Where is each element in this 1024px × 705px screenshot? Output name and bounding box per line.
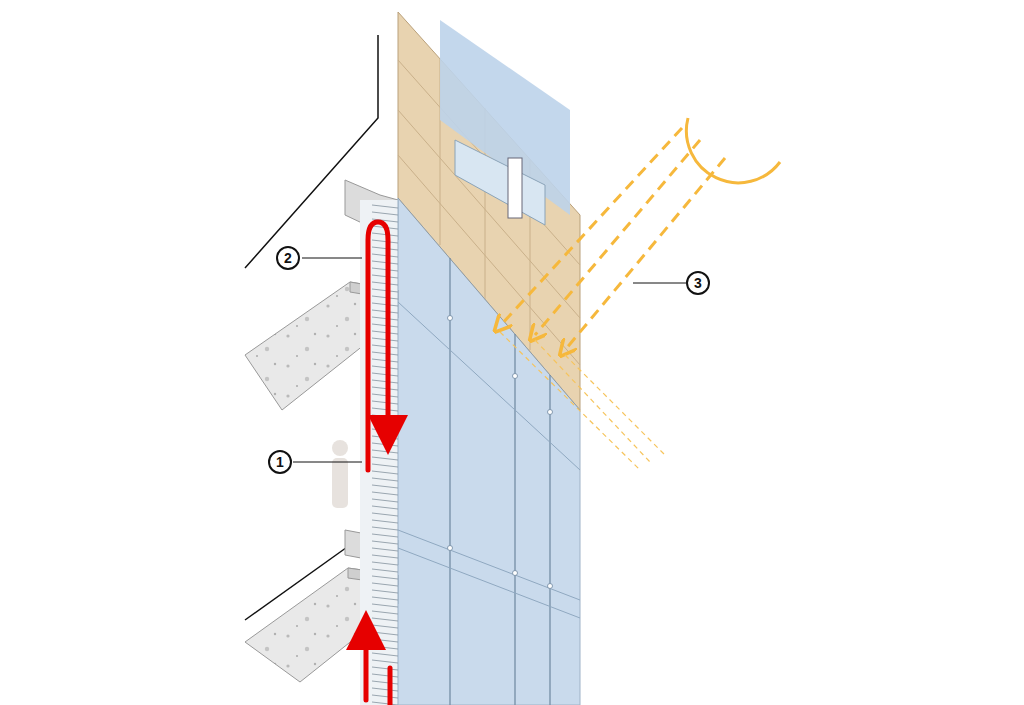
blind-slat	[372, 310, 398, 313]
callout-number: 2	[276, 246, 300, 270]
blind-slat	[372, 653, 398, 656]
blind-slat	[372, 695, 398, 698]
blind-slat	[372, 401, 398, 404]
blind-slat	[372, 261, 398, 264]
blind-slat	[372, 268, 398, 271]
blind-slat	[372, 583, 398, 586]
blind-slat	[372, 394, 398, 397]
blind-slat	[372, 611, 398, 614]
blind-slat	[372, 233, 398, 236]
blind-slat	[372, 373, 398, 376]
blind-slat	[372, 240, 398, 243]
blind-slat	[372, 282, 398, 285]
blind-slat	[372, 646, 398, 649]
airflow-arrow	[366, 222, 390, 705]
blind-slat	[372, 324, 398, 327]
blind-slat	[372, 471, 398, 474]
blind-slat	[372, 464, 398, 467]
sun-symbol	[686, 118, 780, 183]
blind-slat	[372, 548, 398, 551]
callout-number: 3	[686, 271, 710, 295]
transmitted-rays	[500, 332, 665, 470]
blind-slat	[372, 702, 398, 705]
blind-slat	[372, 499, 398, 502]
blind-slat	[372, 429, 398, 432]
blind-slat	[372, 275, 398, 278]
blind-slat	[372, 541, 398, 544]
blind-slat	[372, 590, 398, 593]
blind-slats	[372, 205, 398, 705]
leader-line	[293, 258, 686, 462]
blind-slat	[372, 513, 398, 516]
blind-slat	[372, 443, 398, 446]
blind-slat	[372, 303, 398, 306]
blind-slat	[372, 415, 398, 418]
blind-slat	[372, 366, 398, 369]
blind-slat	[372, 534, 398, 537]
blind-slat	[372, 289, 398, 292]
blind-louvres	[360, 200, 398, 705]
blind-slat	[372, 562, 398, 565]
blind-slat	[372, 422, 398, 425]
blind-slat	[372, 478, 398, 481]
blind-slat	[372, 632, 398, 635]
blind-slat	[372, 205, 398, 208]
blind-slat	[372, 667, 398, 670]
blind-slat	[372, 492, 398, 495]
blind-slat	[372, 597, 398, 600]
blind-slat	[372, 674, 398, 677]
blind-slat	[372, 618, 398, 621]
blind-slat	[372, 604, 398, 607]
blind-slat	[372, 352, 398, 355]
sun-rays	[500, 128, 725, 350]
blind-slat	[372, 576, 398, 579]
blind-slat	[372, 359, 398, 362]
blind-slat	[372, 436, 398, 439]
blind-slat	[372, 625, 398, 628]
blind-slat	[372, 247, 398, 250]
blind-slat	[372, 457, 398, 460]
blind-slat	[372, 660, 398, 663]
blind-slat	[372, 506, 398, 509]
blind-slat	[372, 555, 398, 558]
blind-slat	[372, 212, 398, 215]
blind-slat	[372, 254, 398, 257]
blind-slat	[372, 331, 398, 334]
person-figure	[332, 440, 348, 508]
blind-slat	[372, 681, 398, 684]
callout-number: 1	[268, 450, 292, 474]
blind-slat	[372, 408, 398, 411]
blind-slat	[372, 688, 398, 691]
blind-slat	[372, 520, 398, 523]
blind-slat	[372, 485, 398, 488]
blind-slat	[372, 527, 398, 530]
blind-slat	[372, 317, 398, 320]
blind-slat	[372, 296, 398, 299]
blind-slat	[372, 387, 398, 390]
blind-slat	[372, 639, 398, 642]
blind-slat	[372, 380, 398, 383]
blind-slat	[372, 338, 398, 341]
blind-slat	[372, 569, 398, 572]
blind-slat	[372, 345, 398, 348]
glass-facade	[398, 198, 580, 705]
blind-slat	[372, 450, 398, 453]
